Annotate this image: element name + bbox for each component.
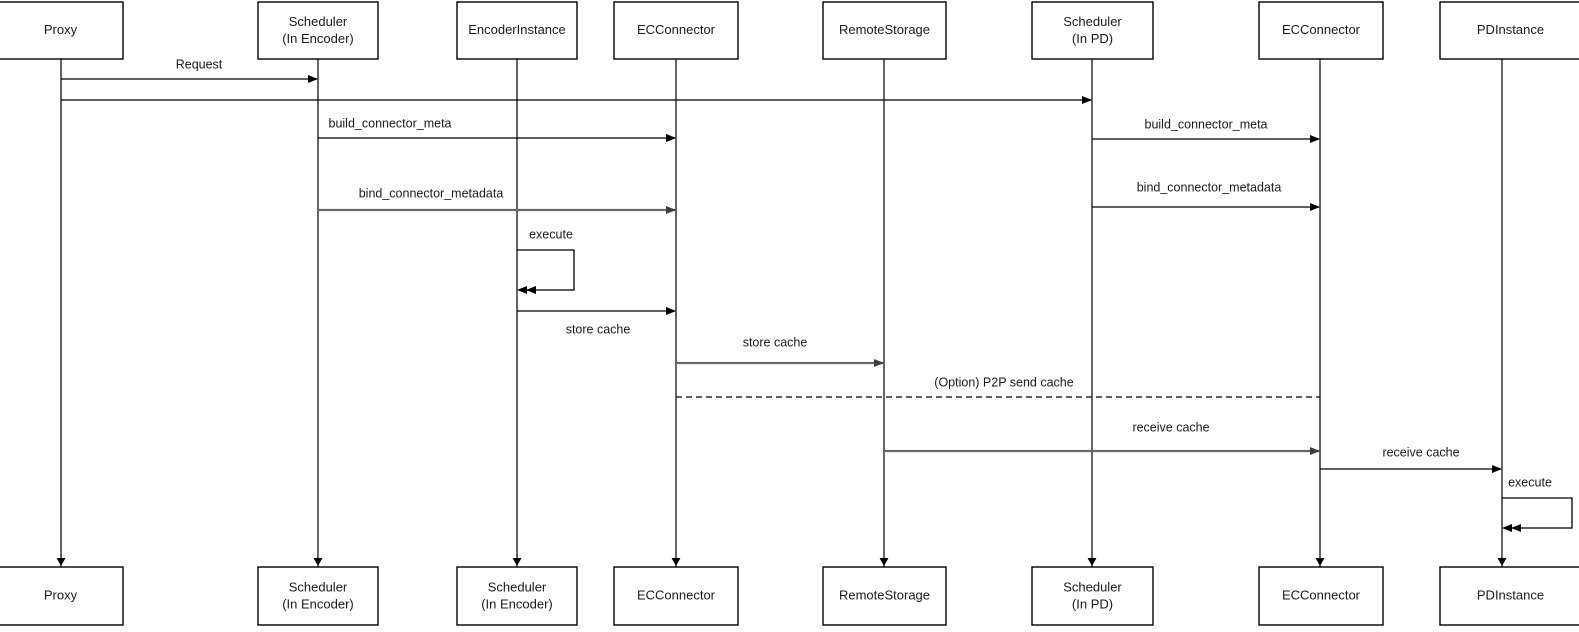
self-call-path-s2[interactable]	[1502, 497, 1573, 532]
participant-label-ecc_left-bottom: ECConnector	[637, 587, 716, 602]
participant-label-encoder_inst-bottom: Scheduler	[488, 579, 547, 594]
participant-box-rect-sched_pd-bottom	[1031, 566, 1154, 626]
participant-label-remote-bottom: RemoteStorage	[839, 587, 930, 602]
participant-box-rect-encoder_inst-bottom	[456, 566, 578, 626]
participant-box-rect-pd_inst-top	[1439, 1, 1579, 60]
message-label-m9: (Option) P2P send cache	[934, 375, 1073, 389]
participant-box-rect-proxy-top	[0, 1, 124, 60]
participant-box-rect-sched_enc-top	[257, 1, 379, 60]
participant-top-proxy[interactable]: Proxy	[0, 1, 124, 60]
lifeline-end-arrow-ecc_left	[671, 558, 681, 566]
lifeline-end-arrow-ecc_right	[1315, 558, 1325, 566]
message-label-m8: store cache	[743, 335, 808, 349]
participant-bottom-proxy[interactable]: Proxy	[0, 566, 124, 626]
participant-label-remote-top: RemoteStorage	[839, 22, 930, 37]
participant-box-rect-remote-top	[822, 1, 947, 60]
participant-top-pd_inst[interactable]: PDInstance	[1439, 1, 1579, 60]
lifeline-end-arrow-pd_inst	[1497, 558, 1507, 566]
participant-top-remote[interactable]: RemoteStorage	[822, 1, 947, 60]
lifeline-end-arrow-proxy	[56, 558, 66, 566]
lifeline-end-arrow-encoder_inst	[512, 558, 522, 566]
message-label-m4: build_connector_meta	[1145, 117, 1268, 131]
participant-box-rect-pd_inst-bottom	[1439, 566, 1579, 626]
participant-label-sched_pd-bottom: Scheduler	[1063, 579, 1122, 594]
lifeline-end-arrow-sched_pd	[1087, 558, 1097, 566]
message-label-m7: store cache	[566, 322, 631, 336]
participant-box-rect-sched_enc-bottom	[257, 566, 379, 626]
participant-label-proxy-bottom: Proxy	[44, 587, 78, 602]
participant-box-rect-proxy-bottom	[0, 566, 124, 626]
participant-sublabel-encoder_inst-bottom: (In Encoder)	[481, 596, 553, 611]
self-call-arrow-s2	[1502, 524, 1512, 532]
message-label-m1: Request	[176, 57, 223, 71]
participant-label-pd_inst-bottom: PDInstance	[1477, 587, 1544, 602]
lifeline-end-arrow-remote	[879, 558, 889, 566]
messages-group: Request build_connector_meta build_connect…	[61, 57, 1502, 473]
participant-bottom-pd_inst[interactable]: PDInstance	[1439, 566, 1579, 626]
participant-bottom-ecc_right[interactable]: ECConnector	[1258, 566, 1384, 626]
participant-top-ecc_right[interactable]: ECConnector	[1258, 1, 1384, 60]
participant-box-rect-remote-bottom	[822, 566, 947, 626]
participant-box-rect-ecc_left-bottom	[613, 566, 739, 626]
message-label-m10: receive cache	[1132, 420, 1209, 434]
participant-top-sched_enc[interactable]: Scheduler (In Encoder)	[257, 1, 379, 60]
message-label-m3: build_connector_meta	[329, 116, 452, 130]
participant-label-sched_enc-bottom: Scheduler	[289, 579, 348, 594]
participant-label-ecc_right-top: ECConnector	[1282, 22, 1361, 37]
participant-label-ecc_right-bottom: ECConnector	[1282, 587, 1361, 602]
participant-sublabel-sched_enc-bottom: (In Encoder)	[282, 596, 354, 611]
participant-label-proxy-top: Proxy	[44, 22, 78, 37]
participant-label-pd_inst-top: PDInstance	[1477, 22, 1544, 37]
participant-top-sched_pd[interactable]: Scheduler (In PD)	[1031, 1, 1154, 60]
participant-box-rect-sched_pd-top	[1031, 1, 1154, 60]
self-calls-group: execute execute	[517, 227, 1573, 532]
participant-sublabel-sched_pd-top: (In PD)	[1072, 31, 1113, 46]
participant-label-ecc_left-top: ECConnector	[637, 22, 716, 37]
self-call-path-s1[interactable]	[517, 249, 575, 294]
lifeline-end-arrow-sched_enc	[313, 558, 323, 566]
message-label-m5: bind_connector_metadata	[359, 186, 504, 200]
participant-box-rect-encoder_inst-top	[456, 1, 578, 60]
message-label-m11: receive cache	[1382, 445, 1459, 459]
participant-sublabel-sched_enc-top: (In Encoder)	[282, 31, 354, 46]
message-label-m6: bind_connector_metadata	[1137, 180, 1282, 194]
self-call-label-s1: execute	[529, 227, 573, 241]
participant-bottom-sched_enc[interactable]: Scheduler (In Encoder)	[257, 566, 379, 626]
participant-top-encoder_inst[interactable]: EncoderInstance	[456, 1, 578, 60]
participant-box-rect-ecc_right-top	[1258, 1, 1384, 60]
participant-box-rect-ecc_right-bottom	[1258, 566, 1384, 626]
self-call-label-s2: execute	[1508, 475, 1552, 489]
participant-label-encoder_inst-top: EncoderInstance	[468, 22, 566, 37]
participant-box-rect-ecc_left-top	[613, 1, 739, 60]
participant-sublabel-sched_pd-bottom: (In PD)	[1072, 596, 1113, 611]
participant-bottom-encoder_inst[interactable]: Scheduler (In Encoder)	[456, 566, 578, 626]
participant-bottom-remote[interactable]: RemoteStorage	[822, 566, 947, 626]
participant-bottom-ecc_left[interactable]: ECConnector	[613, 566, 739, 626]
participant-label-sched_pd-top: Scheduler	[1063, 14, 1122, 29]
participant-top-ecc_left[interactable]: ECConnector	[613, 1, 739, 60]
participant-label-sched_enc-top: Scheduler	[289, 14, 348, 29]
participant-bottom-sched_pd[interactable]: Scheduler (In PD)	[1031, 566, 1154, 626]
self-call-arrow-s1	[517, 286, 527, 294]
lifelines-group	[56, 59, 1507, 567]
